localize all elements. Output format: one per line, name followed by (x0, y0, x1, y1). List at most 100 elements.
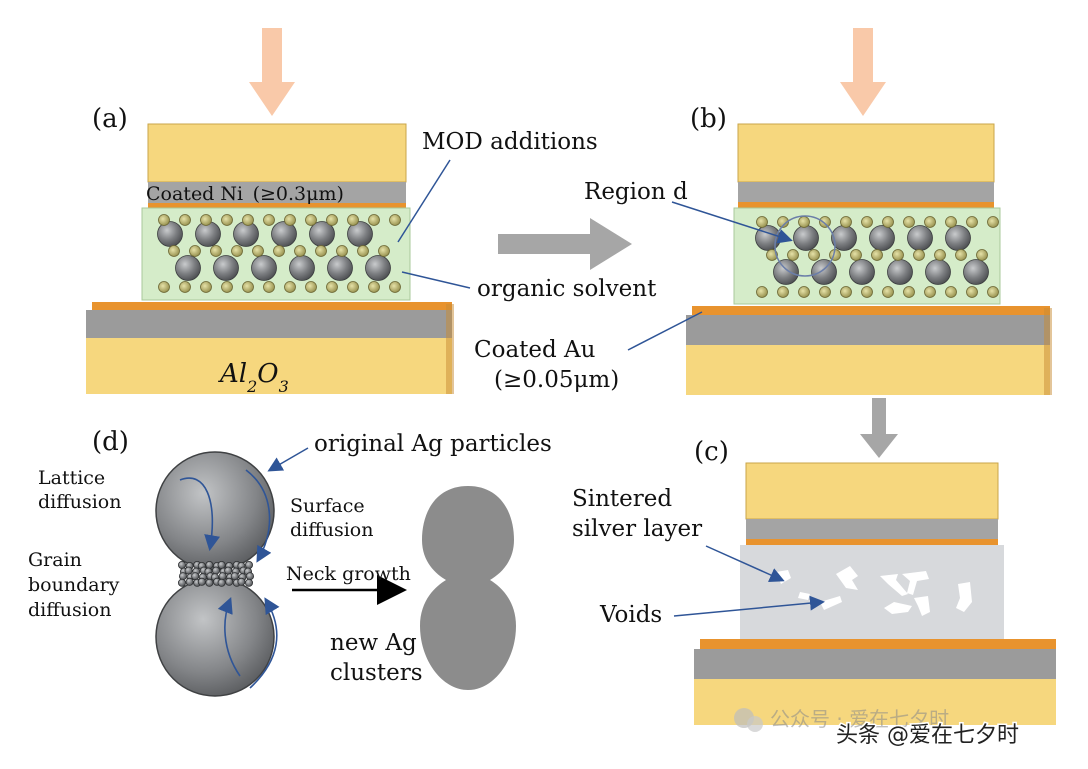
cluster-particle (191, 572, 200, 581)
label-grain-2: boundary (28, 574, 120, 596)
new-cluster-arrow (249, 597, 280, 689)
fused-particle (420, 486, 516, 690)
mod-particle (892, 249, 904, 261)
cluster-particle (197, 577, 206, 586)
cluster-particle (205, 578, 214, 587)
cluster-particle (244, 578, 253, 587)
substrate-gray-a (86, 310, 452, 338)
top-chip-b (737, 123, 995, 183)
cluster-particle (177, 561, 186, 570)
mod-particle (315, 245, 327, 257)
mod-particle (158, 214, 170, 226)
leader-original-ag (267, 447, 309, 472)
watermark-faint: 公众号 · 爱在七夕时 (770, 707, 949, 731)
label-lattice-2: diffusion (38, 491, 121, 513)
mod-particle (326, 281, 338, 293)
label-original-ag: original Ag particles (314, 431, 552, 457)
mod-particle (294, 245, 306, 257)
label-voids: Voids (599, 602, 662, 628)
mod-particle (861, 216, 873, 228)
label-region-d: Region d (584, 179, 688, 205)
label-al2o3: Al2O3 (218, 359, 289, 396)
ag-particle (289, 255, 315, 281)
label-surface-2: diffusion (290, 519, 373, 541)
mod-particle (819, 286, 831, 298)
lattice-diffusion-arrow (179, 477, 220, 552)
mod-particle (221, 214, 233, 226)
label-mod-additions: MOD additions (422, 129, 598, 155)
mod-particle (966, 286, 978, 298)
mod-particle (242, 281, 254, 293)
ag-particle (157, 221, 183, 247)
panel-b: (b) Region d Coated Au (≥0.05μm) (474, 28, 1052, 395)
mod-particle (955, 249, 967, 261)
ag-particle (945, 225, 971, 251)
mod-particle (368, 214, 380, 226)
cluster-particle (205, 561, 214, 570)
label-coated-ni: Coated Ni (≥0.3μm) (146, 183, 344, 205)
label-grain-3: diffusion (28, 599, 111, 621)
ag-particle (365, 255, 391, 281)
ag-particle (175, 255, 201, 281)
mod-particle (976, 249, 988, 261)
mod-particle (966, 216, 978, 228)
ag-particle (773, 259, 799, 285)
substrate-gray-c (694, 649, 1056, 679)
leader-voids (673, 595, 825, 617)
mod-particle (357, 245, 369, 257)
ag-particle (271, 221, 297, 247)
mod-particle (798, 216, 810, 228)
label-lattice-1: Lattice (38, 467, 105, 489)
label-coated-au-2: (≥0.05μm) (494, 367, 619, 393)
mod-particle (326, 214, 338, 226)
mod-particle (840, 286, 852, 298)
cluster-particle (185, 577, 194, 586)
substrate-gold-b (686, 345, 1050, 395)
cluster-particle (224, 566, 233, 575)
mod-particle (305, 281, 317, 293)
mod-particle (882, 286, 894, 298)
cluster-particle (211, 566, 220, 575)
cluster-particle (177, 578, 186, 587)
mod-particle (766, 249, 778, 261)
cluster-particle (230, 572, 239, 581)
mod-particle (189, 245, 201, 257)
ag-particle-top (155, 451, 275, 571)
ag-particle (907, 225, 933, 251)
mod-particle (263, 281, 275, 293)
ag-particle (327, 255, 353, 281)
ag-particle (213, 255, 239, 281)
ag-particle-bottom (155, 577, 275, 697)
mod-particle (263, 214, 275, 226)
label-sintered-2: silver layer (572, 516, 702, 542)
label-surface-1: Surface (290, 495, 365, 517)
mod-particle (798, 286, 810, 298)
mod-particle (305, 214, 317, 226)
mod-particle (284, 281, 296, 293)
cluster-particle (237, 577, 246, 586)
mod-particle (756, 286, 768, 298)
mod-particle (273, 245, 285, 257)
ag-particle (251, 255, 277, 281)
mod-particle (347, 214, 359, 226)
mod-particle (168, 245, 180, 257)
mod-particle (945, 216, 957, 228)
mod-particle (389, 214, 401, 226)
process-arrow-bc (860, 398, 898, 458)
mod-particle (787, 249, 799, 261)
paste-particles-a (157, 214, 401, 293)
mod-particle (882, 216, 894, 228)
mod-particle (871, 249, 883, 261)
top-chip-a (147, 123, 407, 183)
press-arrow-a (249, 28, 295, 116)
mod-particle (777, 216, 789, 228)
mod-particle (987, 286, 999, 298)
label-neck-growth: Neck growth (286, 563, 411, 585)
grain-boundary-arrow (217, 597, 241, 677)
region-d-marker (774, 215, 836, 277)
panel-label-c: (c) (694, 437, 729, 467)
cluster-particle (218, 572, 227, 581)
mod-particle (378, 245, 390, 257)
ag-particle (811, 259, 837, 285)
mod-particle (945, 286, 957, 298)
